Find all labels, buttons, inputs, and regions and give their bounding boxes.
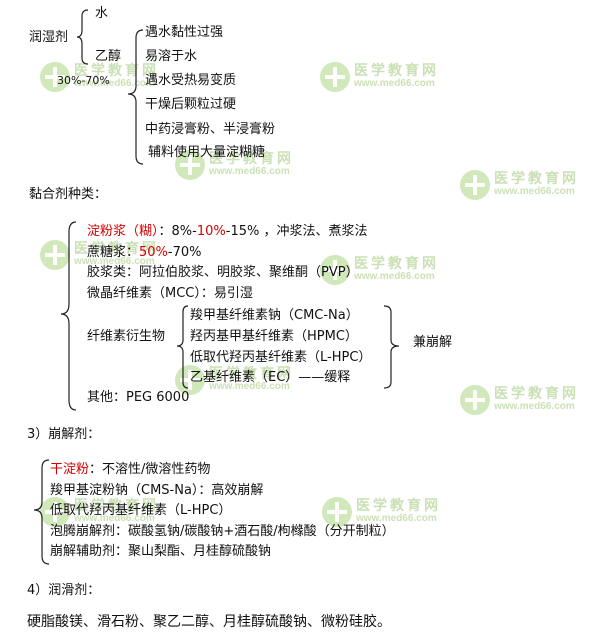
watermark-logo-icon xyxy=(320,62,350,92)
disintegrant-item: 崩解辅助剂：聚山梨酯、月桂醇硫酸钠 xyxy=(50,544,272,559)
mcc-line: 微晶纤维素（MCC）：易引湿 xyxy=(87,286,253,301)
binders-heading: 黏合剂种类： xyxy=(29,187,108,202)
brace-icon xyxy=(60,221,77,411)
watermark-logo-icon xyxy=(40,62,70,92)
dry-starch-line: 干淀粉：不溶性/微溶性药物 xyxy=(50,462,211,477)
watermark-logo-icon xyxy=(40,240,70,270)
watermark-logo-icon xyxy=(175,150,205,180)
cellulose-item: 乙基纤维素（EC）——缓释 xyxy=(190,370,351,385)
ethanol-use: 遇水黏性过强 xyxy=(145,25,224,40)
cellulose-item: 低取代羟丙基纤维素（L-HPC） xyxy=(190,350,372,365)
cellulose-item: 羧甲基纤维素钠（CMC-Na） xyxy=(190,308,359,323)
watermark-logo-icon xyxy=(320,255,350,285)
cellulose-derivatives-label: 纤维素衍生物 xyxy=(87,329,166,344)
ethanol-use: 遇水受热易变质 xyxy=(145,73,237,88)
brace-icon xyxy=(176,305,189,389)
brace-icon xyxy=(383,305,400,389)
ethanol-use: 辅料使用大量淀糊糖 xyxy=(148,145,266,160)
gums-line: 胶浆类：阿拉伯胶浆、明胶浆、聚维酮（PVP） xyxy=(87,265,359,280)
disintegrants-heading: 3）崩解剂： xyxy=(27,427,101,442)
watermark-logo-icon xyxy=(175,365,205,395)
also-disintegrant-note: 兼崩解 xyxy=(413,335,453,350)
watermark-logo-icon xyxy=(460,170,490,200)
disintegrant-item: 低取代羟丙基纤维素（L-HPC） xyxy=(50,503,232,518)
disintegrant-item: 泡腾崩解剂：碳酸氢钠/碳酸钠+酒石酸/枸橼酸（分开制粒） xyxy=(50,524,395,539)
ethanol-use: 中药浸膏粉、半浸膏粉 xyxy=(145,122,276,137)
sucrose-syrup-line: 蔗糖浆：50%-70% xyxy=(87,245,202,260)
ethanol-use: 易溶于水 xyxy=(145,49,198,64)
lubricants-heading: 4）润滑剂： xyxy=(27,583,101,598)
cellulose-item: 羟丙基甲基纤维素（HPMC） xyxy=(190,329,358,344)
lubricants-list: 硬脂酸镁、滑石粉、聚乙二醇、月桂醇硫酸钠、微粉硅胶。 xyxy=(27,614,391,630)
watermark-logo-icon xyxy=(460,385,490,415)
wetting-label: 润湿剂 xyxy=(29,30,69,45)
brace-icon xyxy=(76,9,89,65)
other-binder-line: 其他：PEG 6000 xyxy=(87,390,190,405)
ethanol-concentration: 30%-70% xyxy=(57,74,110,87)
water-label: 水 xyxy=(95,6,109,21)
disintegrant-item: 羧甲基淀粉钠（CMS-Na）：高效崩解 xyxy=(50,483,264,498)
brace-icon xyxy=(127,29,144,165)
watermark-logo-icon xyxy=(40,497,70,527)
ethanol-use: 干燥后颗粒过硬 xyxy=(145,97,237,112)
starch-paste-line: 淀粉浆（糊）：8%-10%-15% ，冲浆法、煮浆法 xyxy=(87,224,368,239)
brace-icon xyxy=(33,459,50,565)
ethanol-label: 乙醇 xyxy=(95,49,122,64)
watermark-logo-icon xyxy=(322,497,352,527)
